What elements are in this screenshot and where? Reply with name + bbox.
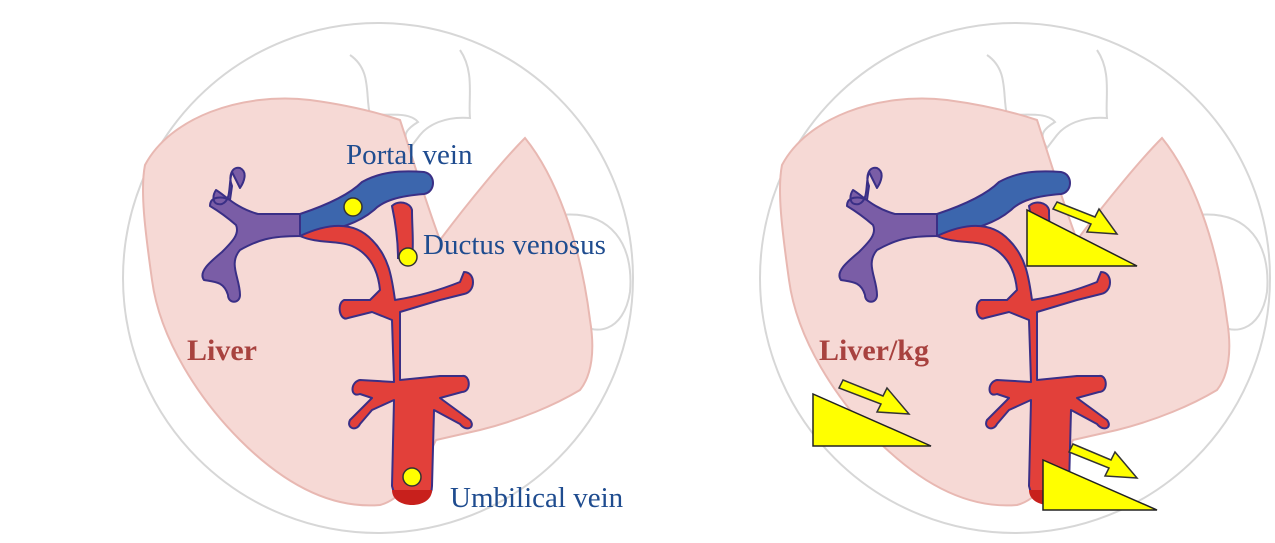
decrease-arrow xyxy=(1069,444,1137,478)
umbilical-vein-label: Umbilical vein xyxy=(450,484,623,513)
decrease-triangle xyxy=(1043,460,1157,510)
portal-vein-marker xyxy=(344,198,362,216)
right-panel: Liver/kg xyxy=(637,0,1274,543)
right-illustration xyxy=(637,0,1274,543)
portal-vein-label: Portal vein xyxy=(346,141,472,170)
left-panel: Portal vein Ductus venosus Umbilical vei… xyxy=(0,0,637,543)
liver-per-kg-label: Liver/kg xyxy=(819,336,929,366)
liver-label: Liver xyxy=(187,336,257,366)
umbilical-base xyxy=(392,490,432,505)
ductus-venosus-label: Ductus venosus xyxy=(423,231,606,260)
umbilical-vein-marker xyxy=(403,468,421,486)
ductus-venosus-marker xyxy=(399,248,417,266)
left-illustration xyxy=(0,0,637,543)
